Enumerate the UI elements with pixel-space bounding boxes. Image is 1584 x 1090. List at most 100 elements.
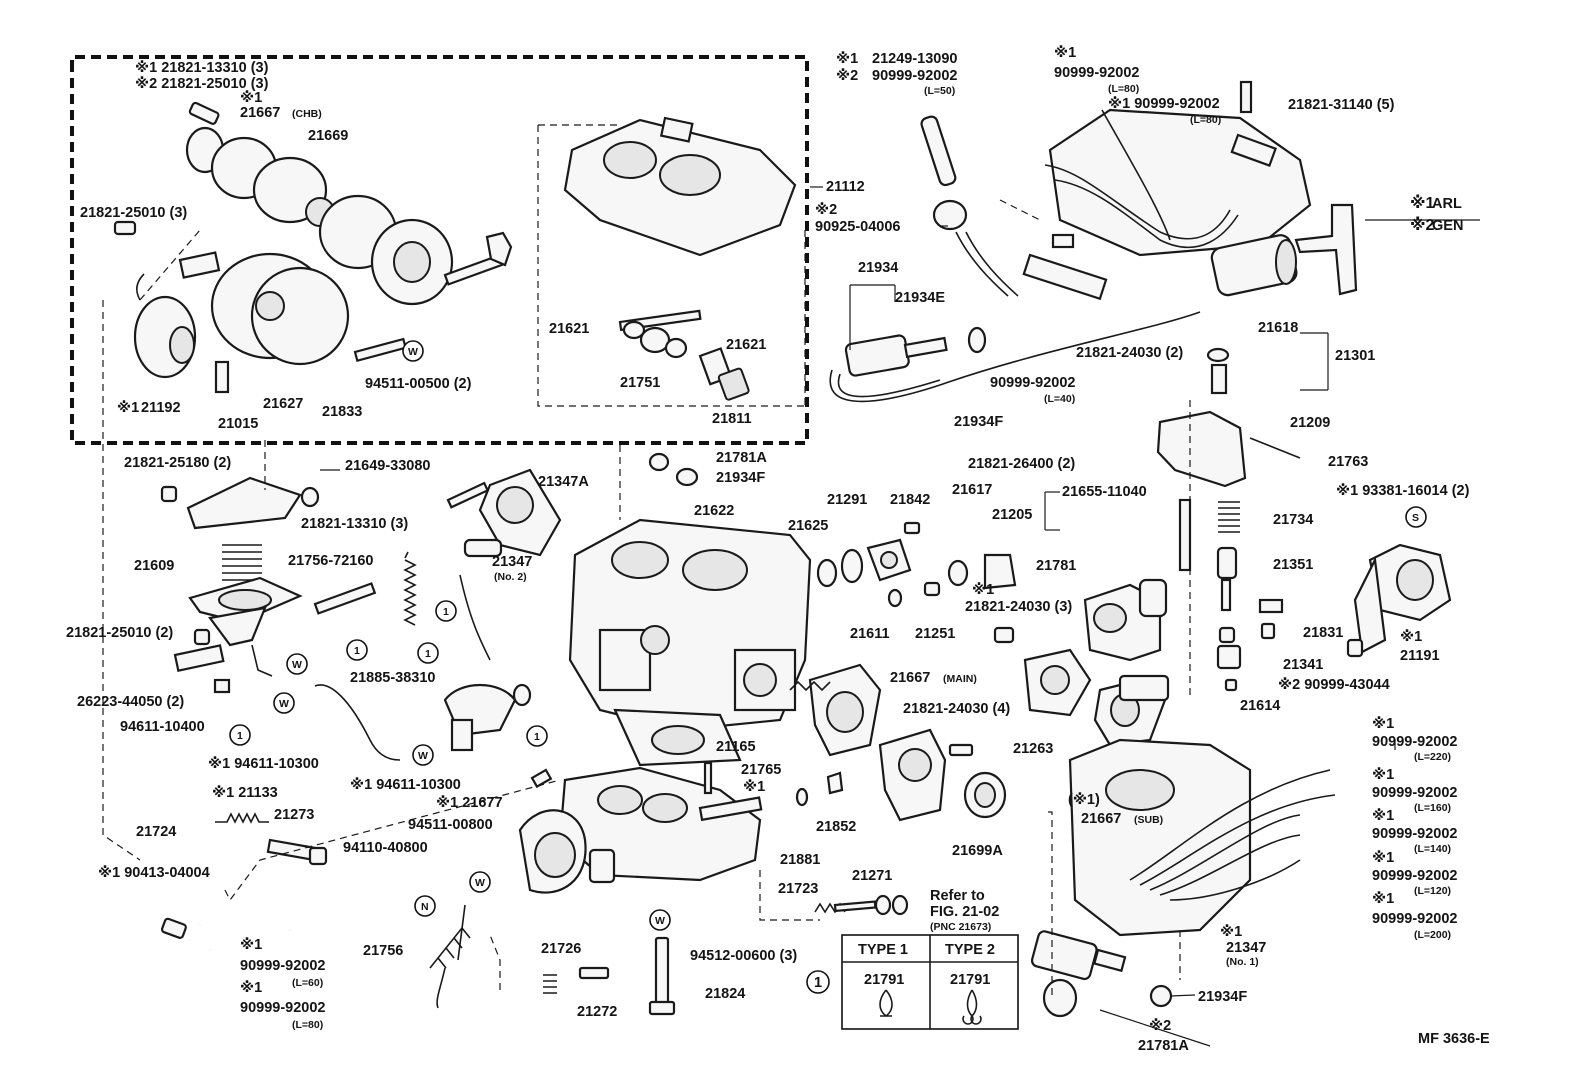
part-label: 21015 (218, 416, 258, 432)
legend-mark2-text: GEN (1432, 218, 1463, 234)
part-label: 21669 (308, 128, 348, 144)
ref-mark-1: 1 (237, 730, 243, 742)
upper-right-bracket-group (1022, 80, 1358, 395)
part-label: (No. 2) (494, 571, 527, 583)
part-label: 21811 (712, 411, 752, 427)
part-label: 21263 (1013, 741, 1053, 757)
washer-mark: W (279, 698, 289, 710)
part-label: 26223-44050 (2) (77, 694, 184, 710)
part-label: ※1 (240, 937, 262, 953)
vacuum-switch-group (829, 115, 1201, 403)
part-label: 21724 (136, 824, 176, 840)
part-label: (L=60) (292, 977, 323, 989)
ref-mark-1: 1 (534, 731, 540, 743)
spring-washer-mark: N (421, 901, 429, 913)
part-label: 21821-13310 (3) (301, 516, 408, 532)
part-label: 21205 (992, 507, 1032, 523)
legend-mark1-text: ARL (1432, 196, 1462, 212)
washer-mark: W (655, 915, 665, 927)
part-label: 21667 (240, 105, 280, 121)
part-label: 21621 (726, 337, 766, 353)
part-label: 21824 (705, 986, 745, 1002)
part-label: 21347 (492, 554, 532, 570)
ref-mark-1: 1 (354, 645, 360, 657)
part-label: 21751 (620, 375, 660, 391)
part-label: 21821-25180 (2) (124, 455, 231, 471)
part-label: 21165 (716, 739, 756, 755)
part-label: 94611-10400 (120, 719, 205, 735)
part-label: ※1 21821-13310 (3) (135, 60, 269, 76)
part-label: 21655-11040 (1062, 484, 1147, 500)
part-label: ※1 93381-16014 (2) (1336, 483, 1470, 499)
part-label: (MAIN) (943, 673, 977, 685)
part-label: ※1 90413-04004 (98, 865, 210, 881)
part-label: 21881 (780, 852, 820, 868)
part-label: 21831 (1303, 625, 1343, 641)
part-label: ※1 (240, 980, 262, 996)
part-label: 21934F (1198, 989, 1247, 1005)
part-label: (L=220) (1414, 751, 1451, 763)
part-label: 90999-92002 (990, 375, 1075, 391)
secondary-parts-group (816, 410, 1452, 747)
part-label: ※1 (117, 400, 139, 416)
part-label: 21249-13090 (872, 51, 957, 67)
part-label: 21251 (915, 626, 955, 642)
part-label: 21821-24030 (3) (965, 599, 1072, 615)
leader-lines (102, 186, 1480, 1047)
part-label: 21347A (538, 474, 589, 490)
part-label: (L=40) (1044, 393, 1075, 405)
part-label: 21765 (741, 762, 781, 778)
part-label: ※1 (1372, 716, 1394, 732)
part-label: 21934F (716, 470, 765, 486)
part-label: ※1 90999-92002 (1108, 96, 1220, 112)
part-label: (L=80) (1108, 83, 1139, 95)
washer-mark: W (418, 750, 428, 762)
part-label: ※1 94611-10300 (350, 777, 461, 793)
part-label: (L=80) (1190, 114, 1221, 126)
part-label: 90999-92002 (240, 958, 325, 974)
legend-mark1-symbol: ※1 (1410, 194, 1435, 212)
part-label: 21618 (1258, 320, 1298, 336)
type2-header: TYPE 2 (945, 942, 995, 958)
part-label: 21112 (826, 179, 865, 195)
part-label: ※2 90999-43044 (1278, 677, 1390, 693)
part-label: 94511-00800 (408, 817, 493, 833)
part-label: 21667 (890, 670, 930, 686)
type1-part: 21791 (864, 972, 904, 988)
part-label: ※1 (1372, 891, 1394, 907)
part-label: 21934 (858, 260, 898, 276)
part-label: (L=160) (1414, 802, 1451, 814)
part-label: 21821-31140 (5) (1288, 97, 1395, 113)
part-label: 94512-00600 (3) (690, 948, 797, 964)
part-label: (L=80) (292, 1019, 323, 1031)
part-label: ※1 (972, 582, 994, 598)
part-label: (※1) (1068, 792, 1100, 808)
part-label: (CHB) (292, 108, 322, 120)
part-label: ※1 (1372, 850, 1394, 866)
part-label: 21699A (952, 843, 1003, 859)
part-label: 94511-00500 (2) (365, 376, 472, 392)
part-label: 21885-38310 (350, 670, 435, 686)
part-label: 21934E (895, 290, 945, 306)
reference-line3: (PNC 21673) (930, 921, 991, 933)
type-table: TYPE 1 TYPE 2 21791 21791 1 (806, 934, 1019, 1030)
part-label: (L=50) (924, 85, 955, 97)
intake-base-group (1030, 738, 1336, 1018)
part-label: 21821-26400 (2) (968, 456, 1075, 472)
part-label: 21726 (541, 941, 581, 957)
part-label: 21649-33080 (345, 458, 430, 474)
part-label: 21781A (716, 450, 767, 466)
boundary-line (537, 125, 805, 407)
washer-mark: W (475, 877, 485, 889)
part-label: 90999-92002 (240, 1000, 325, 1016)
part-labels: ※1 21821-13310 (3) ※2 21821-25010 (3) ※1… (66, 45, 1470, 1054)
choke-breaker-group (113, 101, 513, 394)
lower-left-parts (156, 812, 909, 1016)
part-label: 21852 (816, 819, 856, 835)
part-label: ※2 (836, 68, 858, 84)
part-label: (L=140) (1414, 843, 1451, 855)
ref-mark-1: 1 (443, 606, 449, 618)
part-label: 21781A (1138, 1038, 1189, 1054)
part-label: 21723 (778, 881, 818, 897)
part-label: 21781 (1036, 558, 1076, 574)
